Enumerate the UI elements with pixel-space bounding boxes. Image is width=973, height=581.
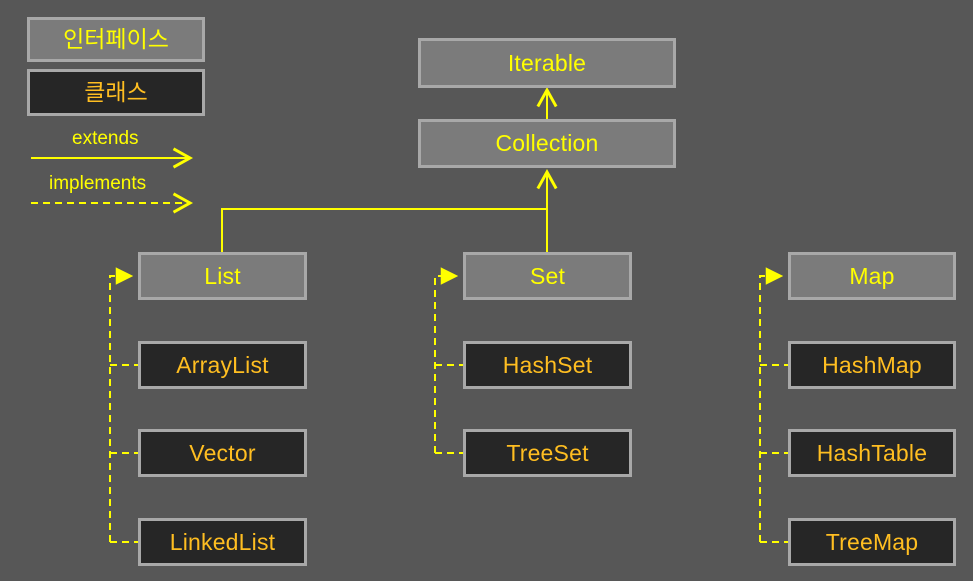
node-treemap[interactable]: TreeMap (788, 518, 956, 566)
node-iterable-label: Iterable (507, 49, 587, 76)
node-treeset[interactable]: TreeSet (463, 429, 632, 477)
node-hashtable[interactable]: HashTable (788, 429, 956, 477)
legend-extends-label: extends (72, 128, 139, 149)
node-vector-label: Vector (189, 439, 256, 466)
edge-bus-map-implements (759, 276, 788, 543)
node-list[interactable]: List (138, 252, 307, 300)
node-set-label: Set (529, 262, 566, 289)
edge-bus-set-implements (434, 276, 463, 454)
node-set[interactable]: Set (463, 252, 632, 300)
legend-interface-label: 인터페이스 (63, 26, 169, 52)
node-hashset[interactable]: HashSet (463, 341, 632, 389)
node-iterable[interactable]: Iterable (418, 38, 676, 88)
node-hashset-label: HashSet (502, 351, 593, 378)
node-hashmap-label: HashMap (822, 351, 922, 378)
node-map[interactable]: Map (788, 252, 956, 300)
node-treeset-label: TreeSet (506, 439, 589, 466)
node-vector[interactable]: Vector (138, 429, 307, 477)
legend-implements-label: implements (49, 173, 147, 194)
node-arraylist-label: ArrayList (176, 351, 269, 378)
node-collection-label: Collection (495, 130, 599, 156)
node-collection[interactable]: Collection (418, 119, 676, 168)
node-hashmap[interactable]: HashMap (788, 341, 956, 389)
node-list-label: List (204, 262, 241, 289)
legend-class-label: 클래스 (84, 79, 148, 105)
node-linkedlist[interactable]: LinkedList (138, 518, 307, 566)
node-treemap-label: TreeMap (825, 528, 919, 555)
edge-list-collection (221, 208, 547, 252)
legend-interface-swatch: 인터페이스 (27, 17, 205, 62)
edge-bus-list-implements (109, 276, 138, 543)
node-map-label: Map (849, 262, 895, 289)
node-arraylist[interactable]: ArrayList (138, 341, 307, 389)
node-hashtable-label: HashTable (816, 439, 928, 466)
node-linkedlist-label: LinkedList (169, 528, 276, 555)
legend-class-swatch: 클래스 (27, 69, 205, 116)
